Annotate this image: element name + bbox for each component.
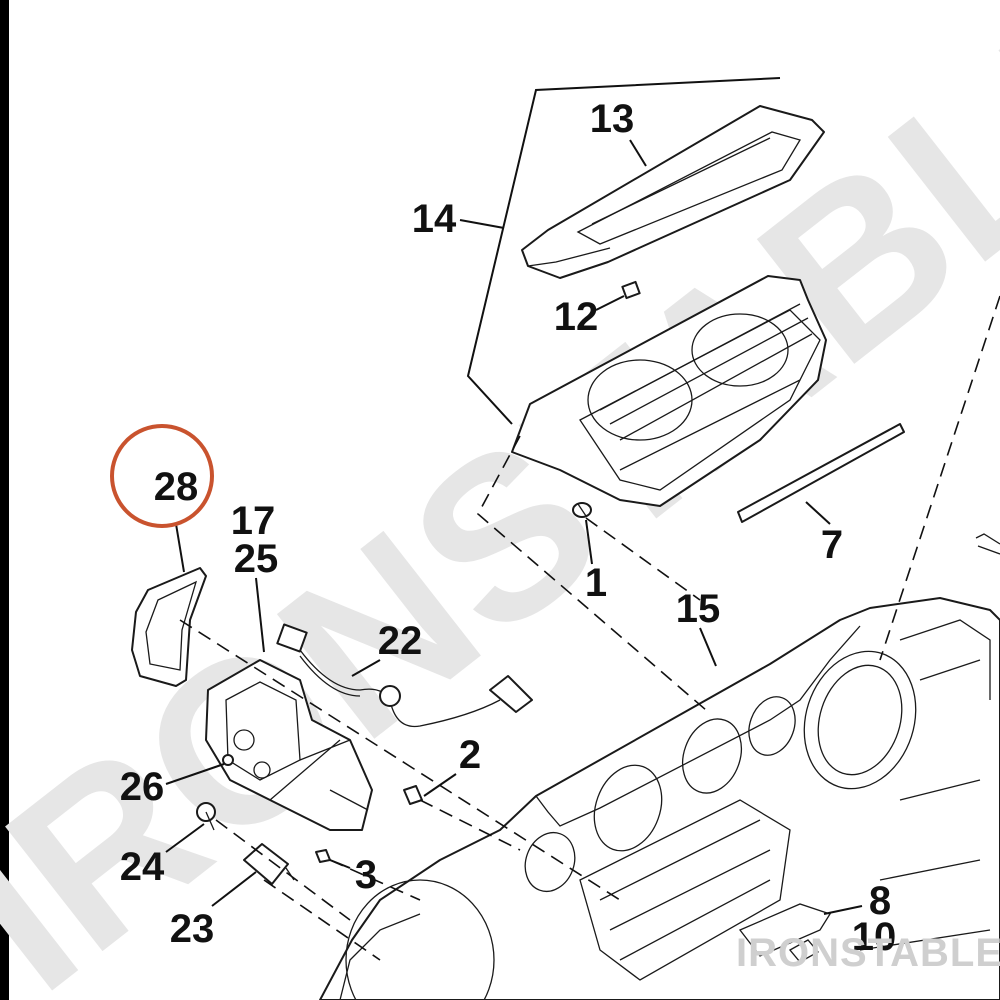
part-2-screw — [403, 785, 423, 805]
callout-23: 23 — [170, 907, 215, 951]
leader-1 — [585, 519, 593, 565]
leader-23 — [211, 871, 257, 907]
leader-28 — [175, 523, 185, 573]
part-13-trim-panel — [521, 105, 825, 279]
callout-13: 13 — [590, 97, 635, 141]
callout-22: 22 — [378, 619, 423, 663]
callout-15: 15 — [676, 587, 721, 631]
part-26-fastener — [222, 754, 234, 766]
leader-7 — [805, 501, 831, 525]
leader-14 — [459, 219, 505, 229]
leader-13 — [629, 139, 647, 167]
callout-28: 28 — [154, 465, 199, 509]
callout-10: 10 — [852, 915, 897, 959]
part-22-harness — [276, 623, 533, 728]
part-17-25-housing — [205, 659, 373, 831]
callout-17: 17 — [231, 499, 276, 543]
leader-15 — [699, 627, 717, 667]
callout-12: 12 — [554, 295, 599, 339]
part-right-edge-fragment — [975, 533, 1000, 555]
highlight-circle-28 — [110, 424, 214, 528]
part-8-10-bracket — [738, 903, 831, 963]
part-28-cover — [131, 567, 207, 687]
part-14-vent-assembly — [511, 275, 827, 507]
leader-24 — [165, 823, 205, 853]
callout-2: 2 — [459, 733, 481, 777]
leader-8 — [823, 905, 863, 915]
leader-lines — [165, 139, 863, 915]
part-24-nut — [196, 802, 216, 831]
assembly-guides — [179, 77, 1000, 961]
callout-7: 7 — [821, 523, 843, 567]
leader-17-25 — [255, 577, 265, 653]
callout-labels: 13 14 12 1 7 15 28 17 25 22 2 26 24 3 23… — [120, 97, 897, 959]
part-1-screw — [572, 502, 592, 518]
leader-2 — [423, 773, 457, 797]
part-7-weatherstrip — [737, 423, 905, 523]
callout-26: 26 — [120, 765, 165, 809]
callout-24: 24 — [120, 845, 165, 889]
left-edge-bar — [0, 0, 9, 1000]
part-3-screw — [315, 849, 331, 863]
callout-8: 8 — [869, 879, 891, 923]
watermark-corner-text: IRONSTABLE — [736, 931, 1000, 975]
leader-26 — [165, 763, 225, 785]
part-12-clip — [621, 280, 641, 300]
leader-22 — [351, 659, 381, 677]
callout-1: 1 — [585, 561, 607, 605]
leader-3 — [329, 859, 351, 869]
callout-14: 14 — [412, 197, 457, 241]
callout-25: 25 — [234, 537, 279, 581]
part-15-inner-fairing — [319, 597, 1000, 1000]
leader-12 — [595, 295, 625, 311]
callout-3: 3 — [355, 853, 377, 897]
